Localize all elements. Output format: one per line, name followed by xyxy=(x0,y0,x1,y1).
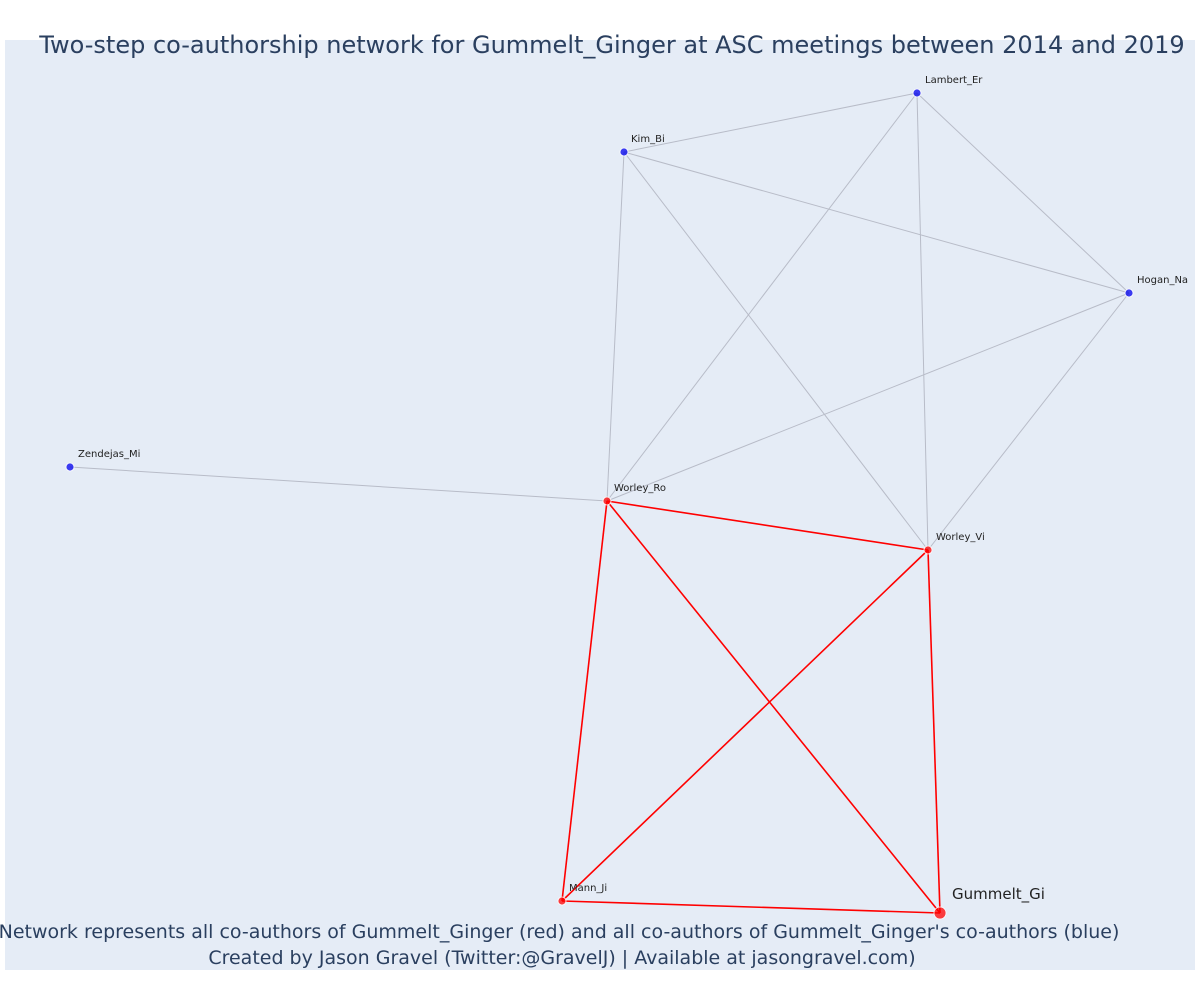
edge-kim_bi-lambert_er xyxy=(623,92,918,153)
edge-lambert_er-worley_vi xyxy=(916,92,929,551)
edge-kim_bi-hogan_na xyxy=(623,151,1130,294)
edge-lambert_er-hogan_na xyxy=(916,92,1130,294)
node-label-mann_ji: Mann_Ji xyxy=(569,883,607,894)
chart-title: Two-step co-authorship network for Gumme… xyxy=(38,31,1184,59)
edge-worley_vi-mann_ji xyxy=(561,549,929,902)
node-worley_vi[interactable] xyxy=(923,545,933,555)
node-label-lambert_er: Lambert_Er xyxy=(925,75,983,86)
node-label-zendejas_mi: Zendejas_Mi xyxy=(78,449,140,460)
node-mann_ji[interactable] xyxy=(557,896,567,906)
node-label-worley_vi: Worley_Vi xyxy=(936,532,985,543)
edge-zendejas_mi-worley_ro xyxy=(69,466,608,502)
nodes-layer xyxy=(65,88,1134,920)
caption-line-1: Network represents all co-authors of Gum… xyxy=(0,921,1119,943)
node-lambert_er[interactable] xyxy=(912,88,922,98)
edge-worley_ro-mann_ji xyxy=(561,500,608,902)
node-label-gummelt_gi: Gummelt_Gi xyxy=(952,885,1045,904)
node-hogan_na[interactable] xyxy=(1124,288,1134,298)
node-gummelt_gi[interactable] xyxy=(933,906,947,920)
edge-hogan_na-worley_vi xyxy=(927,292,1130,551)
node-label-worley_ro: Worley_Ro xyxy=(614,483,666,494)
edge-kim_bi-worley_vi xyxy=(623,151,929,551)
node-label-kim_bi: Kim_Bi xyxy=(631,134,665,145)
labels-layer: Lambert_ErKim_BiHogan_NaZendejas_MiWorle… xyxy=(78,75,1188,904)
plot-background xyxy=(5,40,1195,970)
edge-kim_bi-worley_ro xyxy=(606,151,625,502)
edges-layer xyxy=(69,92,1130,914)
node-worley_ro[interactable] xyxy=(602,496,612,506)
node-zendejas_mi[interactable] xyxy=(65,462,75,472)
edge-worley_vi-gummelt_gi xyxy=(927,549,941,914)
node-kim_bi[interactable] xyxy=(619,147,629,157)
edge-mann_ji-gummelt_gi xyxy=(561,900,941,914)
edge-worley_ro-gummelt_gi xyxy=(606,500,941,914)
edge-lambert_er-worley_ro xyxy=(606,92,918,502)
edge-hogan_na-worley_ro xyxy=(606,292,1130,502)
caption-line-2: Created by Jason Gravel (Twitter:@Gravel… xyxy=(208,947,915,969)
edge-worley_ro-worley_vi xyxy=(606,500,929,551)
node-label-hogan_na: Hogan_Na xyxy=(1137,275,1188,286)
